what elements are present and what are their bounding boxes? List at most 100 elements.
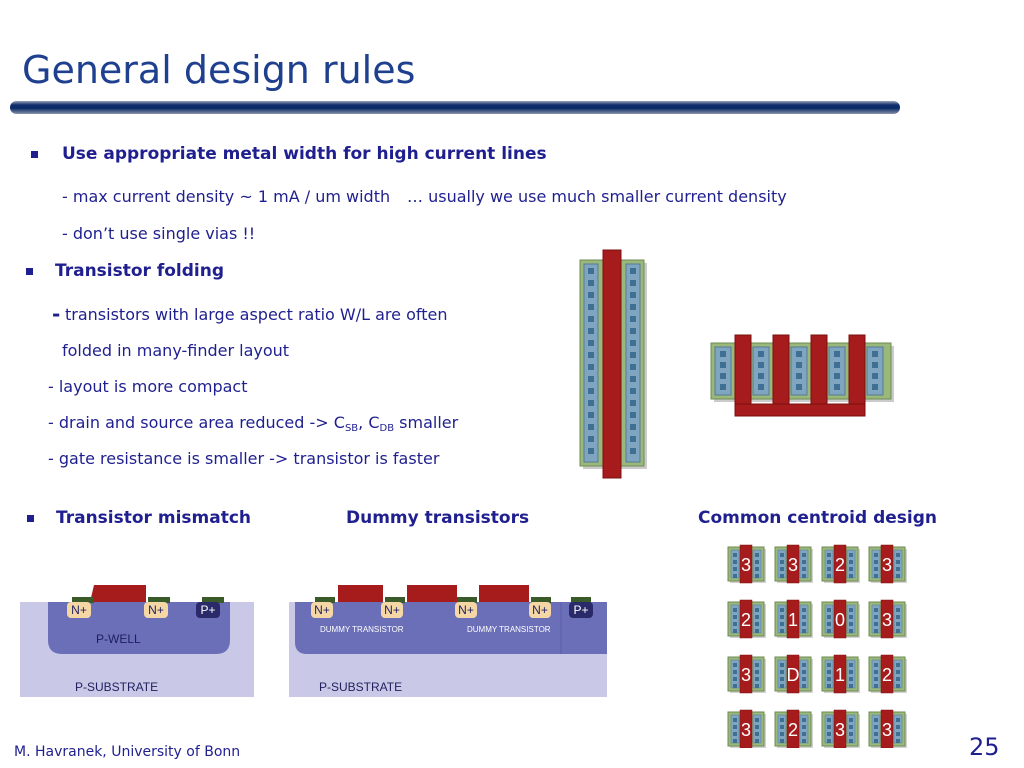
centroid-cell-label: 3 <box>741 555 751 575</box>
contact <box>588 280 594 286</box>
section2-line4: - drain and source area reduced -> CSB, … <box>48 413 459 434</box>
single-transistor-layout <box>579 249 647 479</box>
contact <box>758 351 764 357</box>
contact <box>834 373 840 379</box>
section2-line1: transistors with large aspect ratio W/L … <box>65 305 448 324</box>
contact <box>834 351 840 357</box>
contact <box>720 351 726 357</box>
centroid-cell-label: 3 <box>882 720 892 740</box>
contact <box>588 304 594 310</box>
contact <box>588 352 594 358</box>
centroid-cell-label: 3 <box>835 720 845 740</box>
section2-line2: folded in many-finder layout <box>62 341 290 360</box>
centroid-cell-label: 2 <box>882 665 892 685</box>
centroid-cell-label: 1 <box>788 610 798 630</box>
contact <box>872 384 878 390</box>
contact <box>872 362 878 368</box>
centroid-cell: 2 <box>727 599 766 639</box>
contact <box>588 448 594 454</box>
contact <box>630 448 636 454</box>
centroid-cell: D <box>774 654 813 694</box>
contact <box>630 328 636 334</box>
contact-columns <box>714 346 884 396</box>
dummy-heading: Dummy transistors <box>346 508 530 528</box>
contact <box>758 373 764 379</box>
centroid-cell: 0 <box>821 599 860 639</box>
mismatch-heading: Transistor mismatch <box>56 508 252 528</box>
contact <box>630 376 636 382</box>
mismatch-cross-section: N+ N+ P+ P-WELL P-SUBSTRATE <box>20 585 254 697</box>
contact <box>588 412 594 418</box>
section1-heading: Use appropriate metal width for high cur… <box>62 144 547 164</box>
contact <box>720 384 726 390</box>
contact <box>588 340 594 346</box>
centroid-cell: 2 <box>868 654 907 694</box>
bullet-icon <box>27 515 34 522</box>
contact <box>588 316 594 322</box>
dummy-transistor-label-2: DUMMY TRANSISTOR <box>467 625 551 634</box>
centroid-cell: 2 <box>774 709 813 748</box>
slide-title: General design rules <box>22 48 416 92</box>
centroid-cell-label: D <box>787 665 800 685</box>
centroid-cell-label: 3 <box>741 665 751 685</box>
centroid-cell: 1 <box>821 654 860 694</box>
contact <box>796 373 802 379</box>
section1-line2: - don’t use single vias !! <box>62 224 256 243</box>
contact <box>796 351 802 357</box>
contact <box>630 400 636 406</box>
centroid-cell-label: 2 <box>741 610 751 630</box>
p-well-label: P-WELL <box>96 632 141 646</box>
centroid-cell: 1 <box>774 599 813 639</box>
centroid-cell-label: 0 <box>835 610 845 630</box>
centroid-cell-label: 3 <box>882 555 892 575</box>
contact <box>630 364 636 370</box>
contact <box>630 340 636 346</box>
section2-dash: - <box>52 302 61 326</box>
section2-heading: Transistor folding <box>55 261 225 281</box>
bullet-icon <box>31 151 38 158</box>
footer-author: M. Havranek, University of Bonn <box>14 744 241 760</box>
bullet-icon <box>26 268 33 275</box>
contact <box>834 362 840 368</box>
contact <box>872 373 878 379</box>
n-plus-label-2: N+ <box>384 603 400 617</box>
centroid-heading: Common centroid design <box>698 508 938 528</box>
centroid-cell-label: 2 <box>788 720 798 740</box>
centroid-cell: 2 <box>821 544 860 584</box>
p-substrate-label: P-SUBSTRATE <box>319 680 402 694</box>
contact <box>872 351 878 357</box>
contact <box>630 304 636 310</box>
contact-column <box>583 263 641 463</box>
contact <box>588 328 594 334</box>
contact <box>588 268 594 274</box>
contact <box>588 400 594 406</box>
centroid-cell: 3 <box>868 544 907 584</box>
n-plus-label-1: N+ <box>71 603 87 617</box>
page-number: 25 <box>969 733 1000 761</box>
n-plus-label-1: N+ <box>314 603 330 617</box>
section1-line1b: … usually we use much smaller current de… <box>407 187 787 206</box>
centroid-cell-label: 2 <box>835 555 845 575</box>
centroid-cell-label: 3 <box>882 610 892 630</box>
contact <box>720 373 726 379</box>
centroid-cell: 3 <box>821 709 860 748</box>
p-substrate-label: P-SUBSTRATE <box>75 680 158 694</box>
section2-line5: - gate resistance is smaller -> transist… <box>48 449 440 468</box>
centroid-cell: 3 <box>868 709 907 748</box>
contact <box>834 384 840 390</box>
section2-line3: - layout is more compact <box>48 377 248 396</box>
contact <box>630 352 636 358</box>
contact <box>588 436 594 442</box>
centroid-cell-label: 3 <box>741 720 751 740</box>
contact <box>630 412 636 418</box>
centroid-cell: 3 <box>727 654 766 694</box>
contact <box>758 362 764 368</box>
title-underline <box>10 101 900 114</box>
contact <box>588 388 594 394</box>
n-plus-label-2: N+ <box>148 603 164 617</box>
contact <box>796 362 802 368</box>
contact <box>630 280 636 286</box>
centroid-cell: 3 <box>868 599 907 639</box>
dummy-cross-section: N+ N+ N+ N+ P+ DUMMY TRANSISTOR DUMMY TR… <box>289 585 607 697</box>
